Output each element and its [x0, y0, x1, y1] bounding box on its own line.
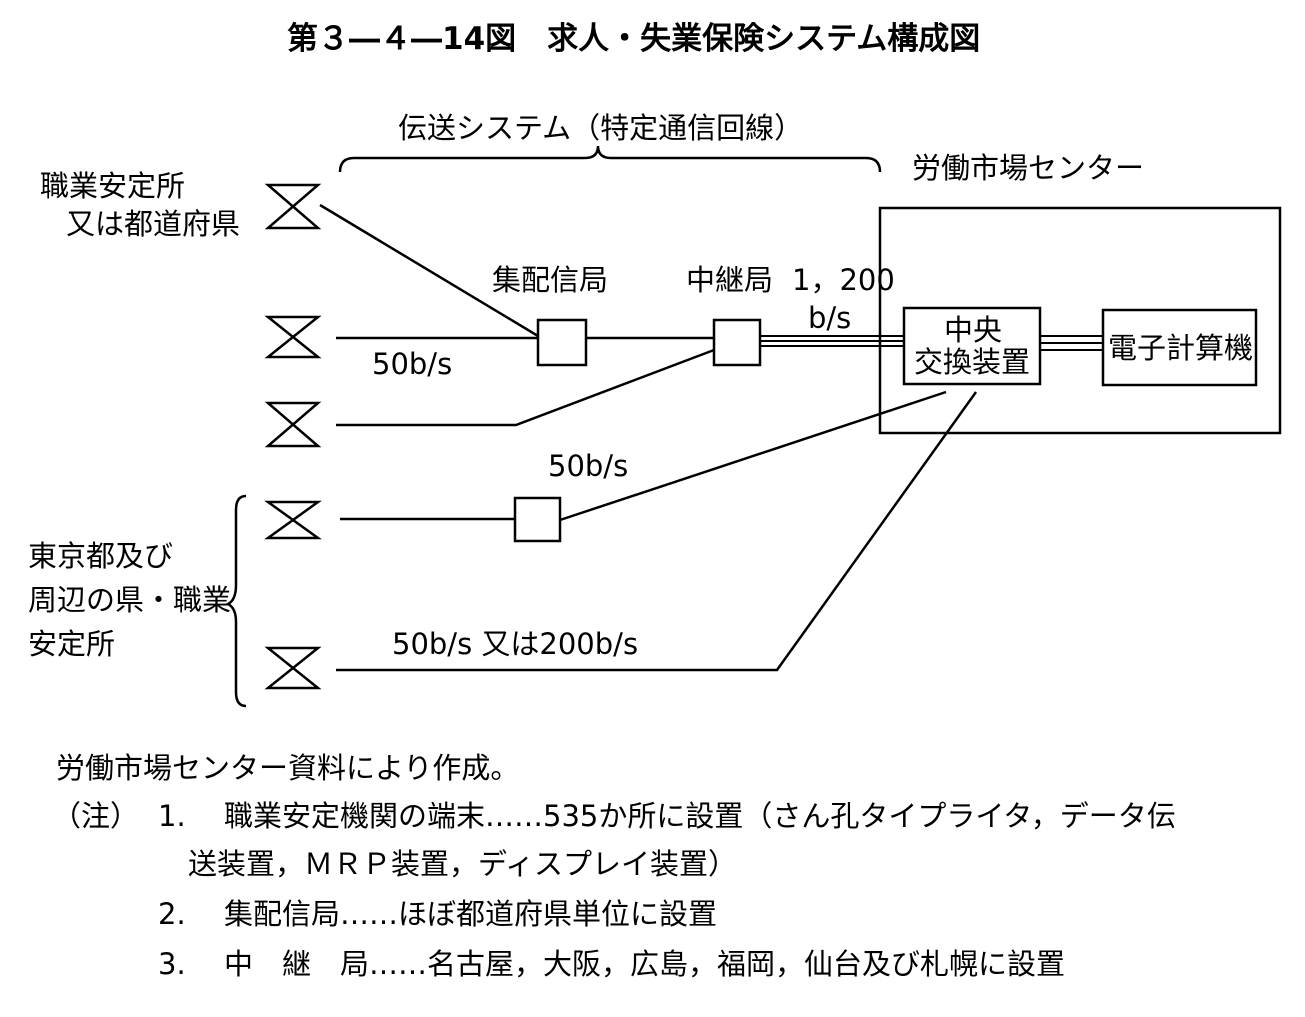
- note-1-line2: 送装置，ＭＲＰ装置，ディスプレイ装置）: [188, 847, 737, 881]
- notes-prefix: （注）: [52, 799, 140, 833]
- central-exchange-label-line1: 中央: [944, 313, 1003, 347]
- group2-label-line3: 安定所: [28, 627, 116, 661]
- relay-station-box: [712, 318, 762, 367]
- group2-label-line2: 周辺の県・職業: [28, 583, 232, 617]
- labor-center-label: 労働市場センター: [912, 151, 1145, 185]
- note-3-number: 3.: [158, 947, 186, 981]
- note-1-line1: 職業安定機関の端末……535か所に設置（さん孔タイプライタ，データ伝: [224, 799, 1176, 833]
- speed-label-50a: 50b/s: [372, 347, 453, 381]
- collection-station-box: [536, 318, 588, 367]
- relay-speed-label: 1，200: [792, 263, 895, 297]
- note-2-number: 2.: [158, 897, 186, 931]
- transmission-brace: [338, 145, 882, 173]
- note-1-number: 1.: [158, 799, 186, 833]
- transmission-label: 伝送システム（特定通信回線）: [398, 111, 804, 145]
- collection-station-box-2: [513, 496, 562, 543]
- relay-speed-unit: b/s: [808, 301, 852, 335]
- note-2-line1: 集配信局……ほぼ都道府県単位に設置: [224, 897, 718, 931]
- labor-center-frame: [878, 206, 1282, 435]
- group1-label-line1: 職業安定所: [40, 169, 186, 203]
- collection-station-label: 集配信局: [492, 263, 609, 297]
- group2-label-line1: 東京都及び: [28, 539, 174, 573]
- line-terminal3-relay: [336, 348, 715, 427]
- line-collection2-exchange: [559, 390, 947, 522]
- line-terminal5-exchange: [336, 391, 978, 672]
- terminal-icon: [264, 401, 322, 448]
- terminal-icon: [264, 500, 322, 540]
- terminal-icon: [264, 183, 322, 230]
- group2-bracket: [225, 494, 247, 708]
- source-note: 労働市場センター資料により作成。: [56, 751, 520, 785]
- note-3-line1: 中 継 局……名古屋，大阪，広島，福岡，仙台及び札幌に設置: [224, 947, 1066, 981]
- computer-box: [1101, 308, 1258, 387]
- speed-label-50-or-200: 50b/s 又は200b/s: [392, 627, 639, 661]
- terminal-icon: [264, 646, 322, 690]
- speed-label-50b: 50b/s: [548, 449, 629, 483]
- computer-label: 電子計算機: [1108, 331, 1254, 365]
- group1-label-line2: 又は都道府県: [66, 207, 241, 241]
- relay-station-label: 中継局: [686, 263, 774, 297]
- line-terminal1-collection: [319, 203, 539, 338]
- terminal-icon: [264, 315, 322, 359]
- central-exchange-label-line2: 交換装置: [914, 345, 1031, 379]
- page-title: 第３―４―14図 求人・失業保険システム構成図: [287, 21, 981, 57]
